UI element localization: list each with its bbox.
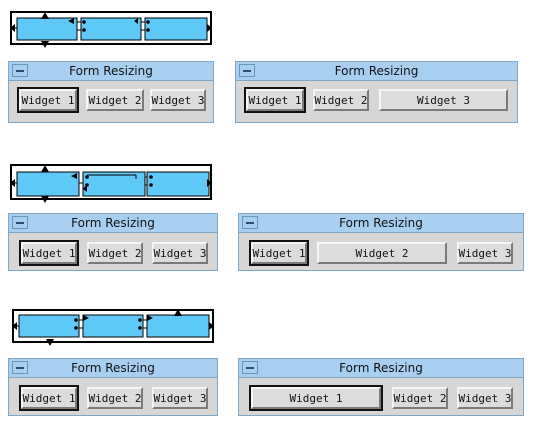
widget-3-button[interactable]: Widget 3 — [379, 89, 508, 111]
title-bar: Form Resizing — [239, 359, 523, 378]
form-area: Widget 1 Widget 2 Widget 3 — [239, 233, 523, 270]
widget-2-button[interactable]: Widget 2 — [86, 89, 144, 111]
window-menu-button[interactable] — [242, 361, 258, 374]
menu-icon — [246, 221, 254, 224]
menu-icon — [16, 69, 24, 72]
window-menu-button[interactable] — [239, 64, 255, 77]
widget-2-button[interactable]: Widget 2 — [87, 387, 143, 409]
form-window-row1-left: Form Resizing Widget 1 Widget 2 Widget 3 — [8, 61, 214, 123]
attachment-diagram-2 — [8, 161, 214, 205]
widget-2-button[interactable]: Widget 2 — [317, 242, 447, 264]
form-window-row1-right: Form Resizing Widget 1 Widget 2 Widget 3 — [235, 61, 518, 123]
widget-2-button[interactable]: Widget 2 — [87, 242, 143, 264]
widget-1-button[interactable]: Widget 1 — [17, 87, 79, 113]
widget-1-button[interactable]: Widget 1 — [249, 240, 309, 266]
title-bar: Form Resizing — [9, 359, 217, 378]
window-title: Form Resizing — [71, 361, 155, 375]
form-window-row2-left: Form Resizing Widget 1 Widget 2 Widget 3 — [8, 213, 218, 271]
widget-3-button[interactable]: Widget 3 — [457, 242, 513, 264]
attachment-diagram-1 — [8, 8, 214, 52]
widget-1-button[interactable]: Widget 1 — [244, 87, 306, 113]
menu-icon — [16, 366, 24, 369]
form-window-row2-right: Form Resizing Widget 1 Widget 2 Widget 3 — [238, 213, 524, 271]
window-title: Form Resizing — [339, 216, 423, 230]
title-bar: Form Resizing — [9, 214, 217, 233]
form-area: Widget 1 Widget 2 Widget 3 — [9, 81, 213, 122]
window-title: Form Resizing — [339, 361, 423, 375]
widget-1-button[interactable]: Widget 1 — [19, 385, 79, 411]
widget-3-button[interactable]: Widget 3 — [152, 242, 208, 264]
widget-3-button[interactable]: Widget 3 — [152, 387, 208, 409]
widget-2-button[interactable]: Widget 2 — [392, 387, 448, 409]
widget-1-button[interactable]: Widget 1 — [249, 385, 383, 411]
form-window-row3-right: Form Resizing Widget 1 Widget 2 Widget 3 — [238, 358, 524, 416]
title-bar: Form Resizing — [239, 214, 523, 233]
form-area: Widget 1 Widget 2 Widget 3 — [239, 378, 523, 415]
window-menu-button[interactable] — [242, 216, 258, 229]
widget-3-button[interactable]: Widget 3 — [457, 387, 513, 409]
widget-3-button[interactable]: Widget 3 — [150, 89, 206, 111]
form-window-row3-left: Form Resizing Widget 1 Widget 2 Widget 3 — [8, 358, 218, 416]
form-area: Widget 1 Widget 2 Widget 3 — [9, 378, 217, 415]
window-title: Form Resizing — [71, 216, 155, 230]
window-menu-button[interactable] — [12, 216, 28, 229]
window-menu-button[interactable] — [12, 361, 28, 374]
window-title: Form Resizing — [69, 64, 153, 78]
widget-2-button[interactable]: Widget 2 — [313, 89, 369, 111]
form-area: Widget 1 Widget 2 Widget 3 — [236, 81, 517, 122]
menu-icon — [243, 69, 251, 72]
window-menu-button[interactable] — [12, 64, 28, 77]
title-bar: Form Resizing — [236, 62, 517, 81]
menu-icon — [246, 366, 254, 369]
title-bar: Form Resizing — [9, 62, 213, 81]
attachment-diagram-3 — [10, 302, 216, 348]
window-title: Form Resizing — [334, 64, 419, 78]
form-area: Widget 1 Widget 2 Widget 3 — [9, 233, 217, 270]
widget-1-button[interactable]: Widget 1 — [19, 240, 79, 266]
menu-icon — [16, 221, 24, 224]
